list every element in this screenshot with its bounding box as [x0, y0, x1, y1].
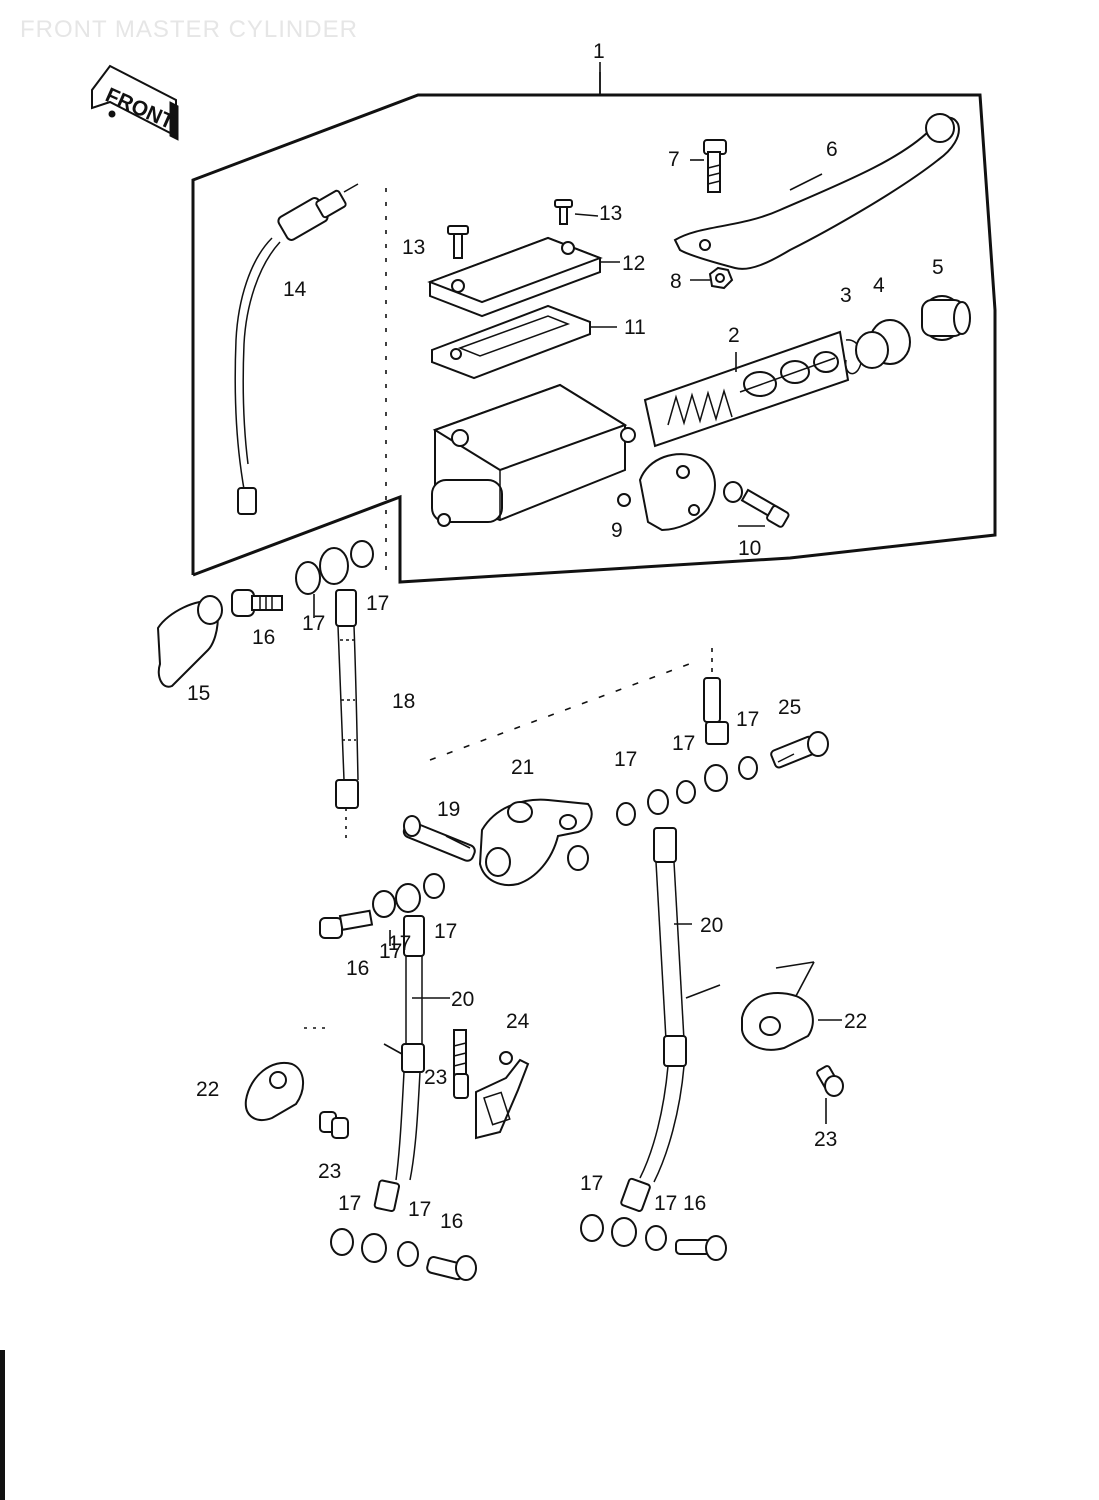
label-17-upper-left: 17	[302, 612, 325, 635]
label-16-lower-left: 16	[440, 1210, 463, 1233]
label-3: 3	[840, 284, 852, 307]
label-17-lower-left-b: 17	[408, 1198, 431, 1221]
piston-assembly	[643, 330, 850, 448]
label-1: 1	[593, 40, 605, 63]
label-17-mid-left-a: 17	[379, 940, 402, 963]
label-24: 24	[506, 1010, 530, 1033]
leader-lines	[313, 62, 842, 1124]
right-clamp-bolt	[816, 1065, 844, 1097]
label-18: 18	[392, 690, 415, 713]
dust-boot	[855, 319, 911, 369]
center-clamp-bolt	[453, 1029, 469, 1099]
upper-washers	[295, 540, 374, 595]
reservoir-cap-screw-left	[447, 225, 469, 259]
left-bottom-fittings	[330, 1228, 477, 1281]
left-lower-banjo-bolt	[319, 909, 374, 939]
label-16-lower-right: 16	[683, 1192, 706, 1215]
label-17-lower-left-a: 17	[338, 1192, 361, 1215]
label-2: 2	[728, 324, 740, 347]
lever-pivot-bushing	[921, 295, 971, 341]
right-bottom-fittings	[580, 1214, 727, 1261]
page-title: FRONT MASTER CYLINDER	[20, 16, 358, 43]
label-20-left: 20	[451, 988, 474, 1011]
right-brake-hose	[620, 827, 721, 1212]
label-13-left: 13	[402, 236, 425, 259]
reservoir-diaphragm	[431, 304, 591, 380]
label-22-left: 22	[196, 1078, 219, 1101]
part-labels: 1 2 3 4 5 6 7 8 9 10 11 12 13 13 14 15 1…	[187, 40, 944, 1233]
label-11: 11	[624, 316, 646, 339]
label-22-right: 22	[844, 1010, 867, 1033]
label-17-mid-center: 17	[388, 932, 411, 955]
bleed-bolt	[770, 731, 829, 769]
label-8: 8	[670, 270, 682, 293]
label-17-lower-right-b: 17	[654, 1192, 677, 1215]
label-17-joint-mid: 17	[672, 732, 695, 755]
label-9: 9	[611, 519, 623, 542]
banjo-cover-cap	[156, 595, 223, 688]
right-hose-clamp	[741, 961, 815, 1051]
label-6: 6	[826, 138, 838, 161]
label-20-right: 20	[700, 914, 723, 937]
label-17-joint-left: 17	[614, 748, 637, 771]
joint-mounting-bolt	[402, 815, 476, 862]
label-16-mid-left: 16	[346, 957, 369, 980]
label-14: 14	[283, 278, 307, 301]
label-23-right: 23	[814, 1128, 837, 1151]
label-17-upper-right: 17	[366, 592, 389, 615]
label-4: 4	[873, 274, 885, 297]
label-21: 21	[511, 756, 534, 779]
lever-pivot-bolt	[703, 139, 727, 193]
master-cylinder-body	[431, 383, 636, 527]
reservoir-cap	[427, 236, 603, 318]
label-17-lower-right-a: 17	[580, 1172, 603, 1195]
label-13-upper: 13	[599, 202, 622, 225]
label-17-mid-left-b: 17	[434, 920, 457, 943]
label-17-joint-right: 17	[736, 708, 759, 731]
left-hose-clamp	[244, 1027, 330, 1121]
right-upper-fitting	[703, 648, 729, 745]
left-lower-washers	[372, 873, 445, 918]
upper-banjo-bolt	[231, 589, 283, 617]
label-5: 5	[932, 256, 944, 279]
joint-washers-right	[616, 756, 758, 826]
upper-brake-hose	[319, 547, 359, 838]
label-25: 25	[778, 696, 801, 719]
label-16-upper: 16	[252, 626, 275, 649]
left-clamp-bolt	[319, 1111, 349, 1139]
label-10: 10	[738, 537, 761, 560]
reservoir-cap-screw-right	[554, 199, 573, 225]
clamp-bolt	[723, 481, 790, 528]
brake-light-switch	[234, 183, 387, 575]
label-7: 7	[668, 148, 680, 171]
label-15: 15	[187, 682, 210, 705]
front-direction-marker: FRONT	[91, 64, 179, 141]
hose-bracket	[475, 1051, 530, 1140]
master-cylinder-clamp	[617, 453, 716, 532]
circlip	[844, 339, 863, 375]
label-19: 19	[437, 798, 460, 821]
label-12: 12	[622, 252, 645, 275]
label-23-center: 23	[424, 1066, 447, 1089]
left-brake-hose	[373, 915, 425, 1212]
label-23-left: 23	[318, 1160, 341, 1183]
lever-pivot-nut	[708, 266, 734, 290]
left-edge-scan-mark	[0, 1350, 5, 1500]
hose-joint-bracket	[429, 659, 701, 886]
brake-lever	[673, 113, 960, 270]
